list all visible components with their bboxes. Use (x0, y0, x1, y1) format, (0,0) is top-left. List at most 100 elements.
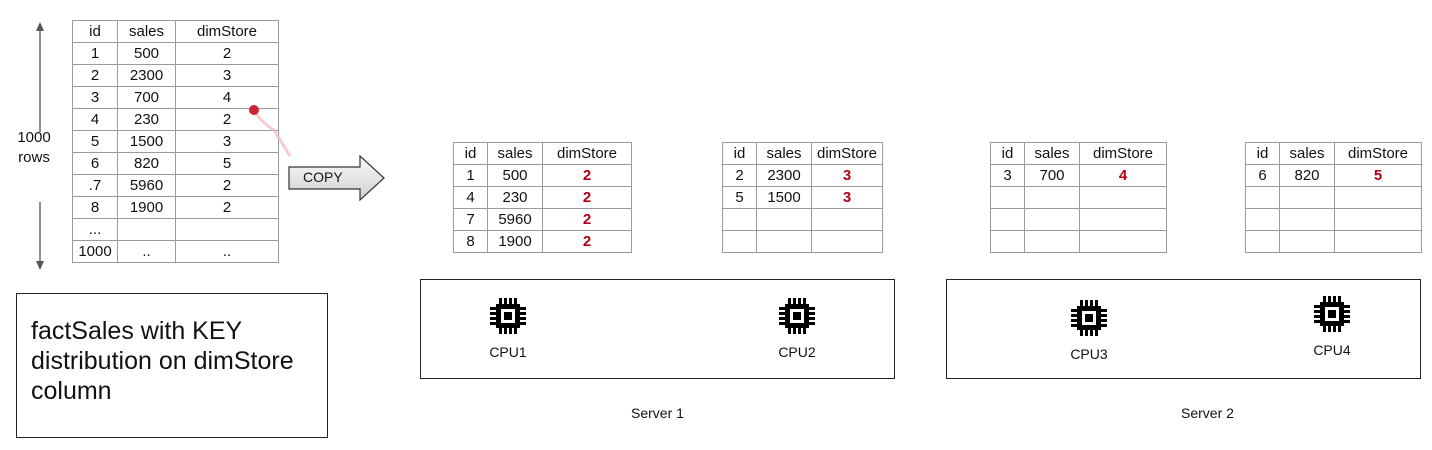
dimstore-cell (811, 230, 883, 253)
sales-cell: 1900 (117, 196, 176, 219)
cpu-node-3: CPU3 (1049, 298, 1129, 362)
sales-cell (756, 230, 812, 253)
cpu-chip-icon (1071, 300, 1107, 336)
table-row (990, 230, 1167, 253)
table-row (722, 208, 883, 231)
sales-cell (117, 218, 176, 241)
id-cell (1245, 186, 1280, 209)
cpu-chip-icon (1314, 296, 1350, 332)
sales-cell: 1900 (487, 230, 543, 253)
rows-span-arrow (36, 22, 44, 270)
dimstore-cell (1334, 230, 1422, 253)
cpu-node-4: CPU4 (1292, 294, 1372, 358)
distribution-caption-text: factSales with KEY distribution on dimSt… (31, 317, 294, 405)
dimstore-cell: 2 (175, 196, 279, 219)
id-cell (990, 230, 1025, 253)
id-cell: 3 (72, 86, 118, 109)
rows-count-unit: rows (18, 149, 50, 166)
server-2-box (946, 279, 1421, 379)
id-cell: 8 (72, 196, 118, 219)
id-cell: 1 (72, 42, 118, 65)
sales-cell: 1500 (117, 130, 176, 153)
dimstore-cell: 2 (175, 174, 279, 197)
sales-cell (1024, 186, 1080, 209)
sales-cell: 820 (1279, 164, 1335, 187)
id-cell: 2 (72, 64, 118, 87)
sales-cell: 500 (487, 164, 543, 187)
id-cell: .7 (72, 174, 118, 197)
rows-count-number: 1000 (17, 129, 51, 146)
server-1-label: Server 1 (631, 405, 684, 421)
id-cell: 1 (453, 164, 488, 187)
cursor-pointer-mark (249, 105, 292, 157)
column-header-sales: sales (1024, 142, 1080, 165)
table-row (990, 208, 1167, 231)
column-header-dimstore: dimStore (175, 20, 279, 43)
table-row (990, 186, 1167, 209)
dimstore-cell (175, 218, 279, 241)
server-2-label: Server 2 (1181, 405, 1234, 421)
column-header-sales: sales (117, 20, 176, 43)
dimstore-cell (1334, 208, 1422, 231)
dimstore-cell: 2 (542, 208, 632, 231)
cpu-node-1: CPU1 (468, 296, 548, 360)
cpu-chip-icon (779, 298, 815, 334)
sales-cell: 700 (1024, 164, 1080, 187)
id-cell: 5 (722, 186, 757, 209)
cpu-label: CPU1 (489, 344, 527, 360)
cpu-label: CPU2 (778, 344, 816, 360)
id-cell (722, 208, 757, 231)
dimstore-cell (811, 208, 883, 231)
copy-arrow (288, 155, 385, 201)
id-cell (722, 230, 757, 253)
dimstore-cell (1079, 186, 1167, 209)
dimstore-cell: 5 (1334, 164, 1422, 187)
sales-cell: 1500 (756, 186, 812, 209)
id-cell (1245, 208, 1280, 231)
table-row (1245, 186, 1422, 209)
sales-cell: 820 (117, 152, 176, 175)
sales-cell: 700 (117, 86, 176, 109)
id-cell (990, 186, 1025, 209)
id-cell: 5 (72, 130, 118, 153)
id-cell: 4 (453, 186, 488, 209)
column-header-dimstore: dimStore (1079, 142, 1167, 165)
sales-cell: 2300 (117, 64, 176, 87)
id-cell: 6 (1245, 164, 1280, 187)
dimstore-cell: 2 (542, 164, 632, 187)
dimstore-cell: .. (175, 240, 279, 263)
dimstore-cell: 2 (542, 230, 632, 253)
table-row (1245, 230, 1422, 253)
column-header-id: id (453, 142, 488, 165)
id-cell: 7 (453, 208, 488, 231)
id-cell: 3 (990, 164, 1025, 187)
table-row: 1000.... (72, 240, 279, 263)
column-header-sales: sales (487, 142, 543, 165)
id-cell: 8 (453, 230, 488, 253)
column-header-sales: sales (756, 142, 812, 165)
column-header-id: id (990, 142, 1025, 165)
dimstore-cell: 2 (175, 42, 279, 65)
dimstore-cell: 4 (1079, 164, 1167, 187)
rows-count-label: 1000 rows (8, 128, 60, 168)
table-row (1245, 208, 1422, 231)
dimstore-cell: 3 (811, 186, 883, 209)
